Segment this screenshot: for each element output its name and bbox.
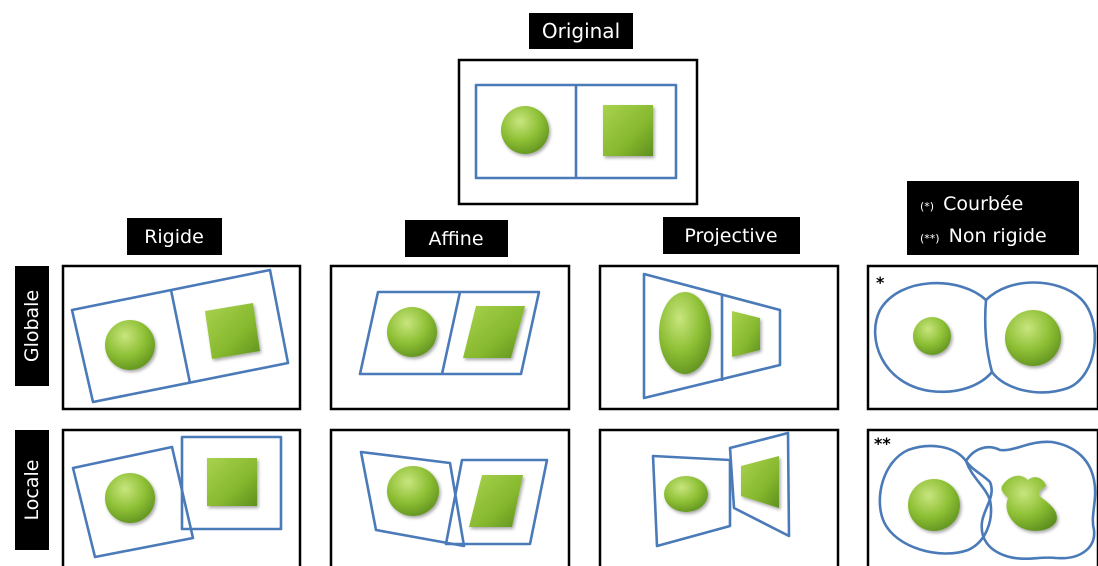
projective-label: Projective bbox=[663, 217, 800, 254]
original-circle-shape bbox=[501, 106, 549, 154]
courbee-globale-large-circle bbox=[1005, 310, 1061, 366]
rigide-locale-square bbox=[207, 458, 257, 506]
projective-locale-outline-left bbox=[651, 454, 732, 548]
rigide-globale-panel bbox=[61, 264, 302, 411]
curved-marker: * bbox=[876, 273, 885, 292]
affine-locale-parallelogram bbox=[469, 475, 523, 527]
affine-label: Affine bbox=[405, 220, 508, 257]
projective-label-text: Projective bbox=[684, 225, 777, 247]
rigide-locale-circle bbox=[105, 473, 155, 523]
affine-locale-outline-left bbox=[359, 450, 466, 548]
rigide-label: Rigide bbox=[127, 218, 222, 255]
legend-curved-mark: (*) bbox=[920, 200, 934, 213]
rigide-locale-panel bbox=[61, 428, 302, 566]
nonrigide-locale-panel: ** bbox=[866, 428, 1098, 566]
projective-locale-ellipse bbox=[664, 476, 708, 512]
projective-locale-outline-right bbox=[728, 431, 791, 538]
affine-locale-outline-right bbox=[444, 458, 549, 546]
svg-text:(**) Non rigide: (**) Non rigide bbox=[920, 225, 1047, 247]
globale-label-text: Globale bbox=[21, 290, 43, 362]
projective-globale-outline bbox=[642, 272, 782, 400]
rigide-locale-outline-right bbox=[180, 435, 283, 531]
locale-label-text: Locale bbox=[21, 460, 43, 521]
original-label-text: Original bbox=[542, 19, 620, 43]
nonrigide-locale-outline-right bbox=[964, 440, 1097, 561]
projective-locale-panel bbox=[598, 428, 840, 566]
globale-label: Globale bbox=[15, 266, 49, 386]
affine-globale-circle bbox=[387, 307, 437, 357]
affine-locale-panel bbox=[329, 428, 571, 566]
nonrigide-locale-blob bbox=[1001, 475, 1057, 531]
courbee-globale-small-circle bbox=[913, 317, 951, 355]
rigide-globale-square bbox=[205, 303, 260, 359]
affine-globale-panel bbox=[329, 264, 571, 411]
locale-label: Locale bbox=[15, 430, 49, 550]
affine-label-text: Affine bbox=[428, 228, 483, 250]
affine-globale-parallelogram bbox=[463, 306, 525, 358]
affine-globale-outline bbox=[358, 290, 541, 376]
legend-nonrigid-text: Non rigide bbox=[949, 225, 1047, 247]
svg-text:(*) Courbée: (*) Courbée bbox=[920, 193, 1023, 215]
original-square-shape bbox=[603, 105, 653, 156]
original-label: Original bbox=[529, 13, 633, 49]
legend-nonrigid-mark: (**) bbox=[920, 232, 940, 245]
original-panel bbox=[457, 58, 699, 206]
projective-globale-trapezoid bbox=[732, 311, 760, 357]
rigide-globale-circle bbox=[105, 320, 155, 370]
projective-globale-ellipse bbox=[659, 292, 711, 374]
courbee-globale-panel: * bbox=[866, 264, 1098, 411]
rigide-globale-outline bbox=[70, 268, 290, 404]
rigide-label-text: Rigide bbox=[144, 226, 204, 248]
projective-locale-trapezoid bbox=[741, 456, 779, 508]
legend-box: (*) Courbée (**) Non rigide bbox=[907, 181, 1079, 255]
affine-locale-circle bbox=[387, 466, 439, 516]
legend-curved-text: Courbée bbox=[943, 193, 1023, 215]
rigide-locale-outline-left bbox=[71, 445, 195, 559]
projective-globale-panel bbox=[598, 264, 840, 411]
nonrigid-marker: ** bbox=[874, 434, 891, 453]
nonrigide-locale-circle bbox=[908, 479, 960, 531]
